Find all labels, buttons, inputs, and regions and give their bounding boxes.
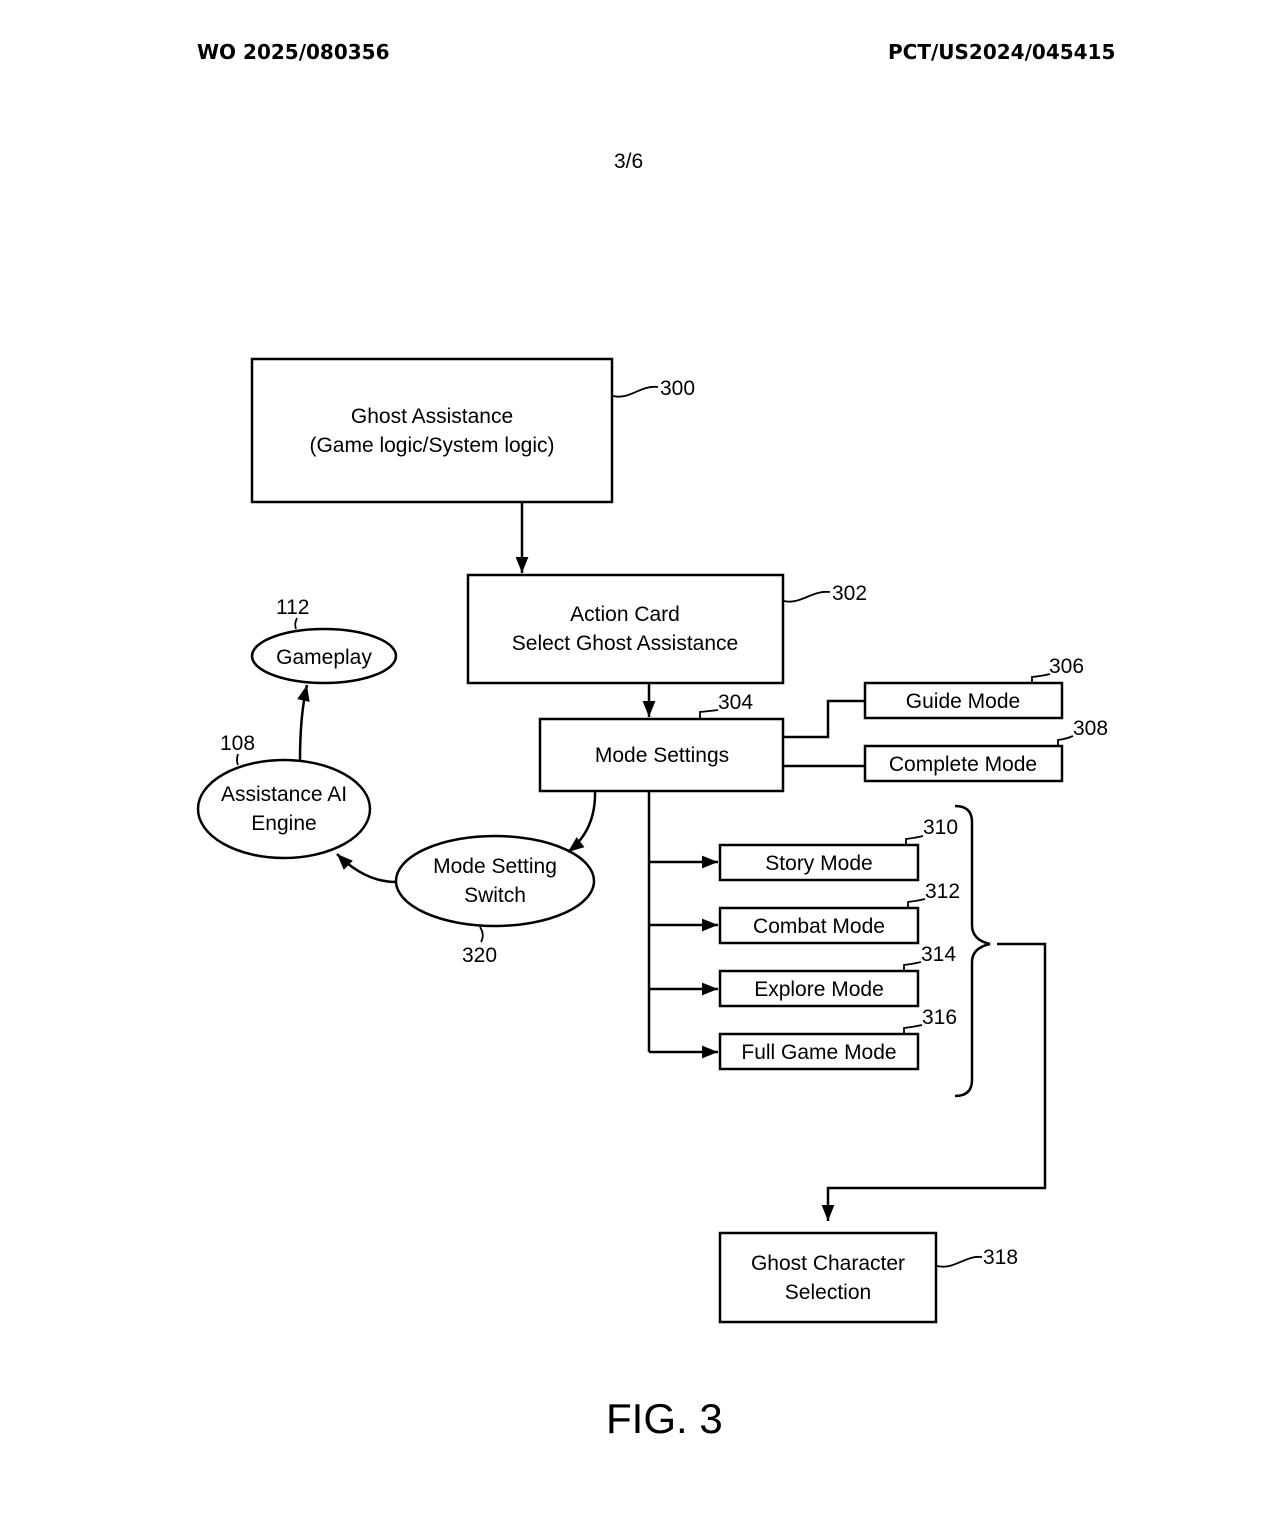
application-number: PCT/US2024/045415	[888, 40, 1116, 64]
node-mode-setting-switch-line1: Mode Setting	[433, 855, 557, 878]
edge-mode-settings-to-guide-mode	[783, 699, 865, 739]
node-full-game-mode-label: Full Game Mode	[741, 1041, 896, 1064]
ref-304: 304	[718, 691, 753, 714]
ref-318: 318	[983, 1246, 1018, 1269]
ref-316: 316	[922, 1006, 957, 1029]
node-full-game-mode: Full Game Mode 316	[718, 1006, 957, 1071]
node-ghost-assistance: Ghost Assistance (Game logic/System logi…	[250, 357, 695, 504]
edge-mode-setting-switch-to-assistance-ai-engine	[336, 853, 397, 884]
node-ghost-character-selection-line1: Ghost Character	[751, 1252, 905, 1275]
leader-line	[783, 591, 831, 603]
node-complete-mode: Complete Mode 308	[863, 717, 1108, 783]
leader-line	[903, 1024, 923, 1033]
leader-line	[1057, 735, 1074, 745]
ref-312: 312	[925, 880, 960, 903]
ref-308: 308	[1073, 717, 1108, 740]
node-guide-mode: Guide Mode 306	[863, 655, 1084, 720]
node-explore-mode-label: Explore Mode	[754, 978, 884, 1001]
leader-line	[1031, 673, 1051, 682]
leader-line	[936, 1256, 983, 1268]
node-mode-settings-label: Mode Settings	[595, 744, 729, 767]
figure-label: FIG. 3	[606, 1395, 723, 1442]
edge-assistance-ai-engine-to-gameplay	[297, 684, 310, 761]
publication-number: WO 2025/080356	[197, 40, 390, 64]
leader-line	[903, 961, 922, 970]
leader-line	[479, 926, 484, 943]
ref-310: 310	[923, 816, 958, 839]
ref-108: 108	[220, 732, 255, 755]
sheet-number: 3/6	[614, 150, 644, 173]
ref-306: 306	[1049, 655, 1084, 678]
ref-300: 300	[660, 377, 695, 400]
node-assistance-ai-engine-line2: Engine	[251, 812, 316, 835]
node-combat-mode: Combat Mode 312	[718, 880, 960, 945]
node-ghost-assistance-line1: Ghost Assistance	[351, 405, 513, 428]
leader-line	[294, 617, 298, 630]
leader-line	[612, 386, 659, 398]
leader-line	[699, 709, 719, 718]
node-complete-mode-label: Complete Mode	[889, 753, 1037, 776]
node-guide-mode-label: Guide Mode	[906, 690, 1020, 713]
node-gameplay-label: Gameplay	[276, 646, 372, 669]
node-gameplay: Gameplay 112	[250, 596, 398, 685]
node-story-mode-label: Story Mode	[765, 852, 872, 875]
node-mode-setting-switch-line2: Switch	[464, 884, 526, 907]
edge-modes-to-ghost-character-selection	[821, 942, 1047, 1221]
ref-112: 112	[276, 596, 309, 619]
node-action-card-line1: Action Card	[570, 603, 680, 626]
leader-line	[907, 898, 926, 907]
group-brace	[954, 804, 991, 1098]
node-assistance-ai-engine: Assistance AI Engine 108	[196, 732, 372, 860]
ref-302: 302	[832, 582, 867, 605]
node-mode-settings: Mode Settings 304	[538, 691, 785, 793]
node-ghost-character-selection-line2: Selection	[785, 1281, 871, 1304]
leader-line	[236, 753, 239, 766]
node-assistance-ai-engine-line1: Assistance AI	[221, 783, 347, 806]
edge-mode-settings-to-mode-setting-switch	[567, 790, 597, 853]
leader-line	[905, 835, 924, 844]
node-ghost-character-selection: Ghost Character Selection 318	[718, 1231, 1018, 1324]
node-mode-setting-switch: Mode Setting Switch 320	[394, 834, 596, 967]
node-story-mode: Story Mode 310	[718, 816, 958, 882]
node-action-card: Action Card Select Ghost Assistance 302	[466, 573, 867, 685]
ref-314: 314	[921, 943, 956, 966]
node-explore-mode: Explore Mode 314	[718, 943, 956, 1008]
node-combat-mode-label: Combat Mode	[753, 915, 885, 938]
node-ghost-assistance-line2: (Game logic/System logic)	[309, 434, 554, 457]
node-action-card-line2: Select Ghost Assistance	[512, 632, 738, 655]
ref-320: 320	[462, 944, 497, 967]
